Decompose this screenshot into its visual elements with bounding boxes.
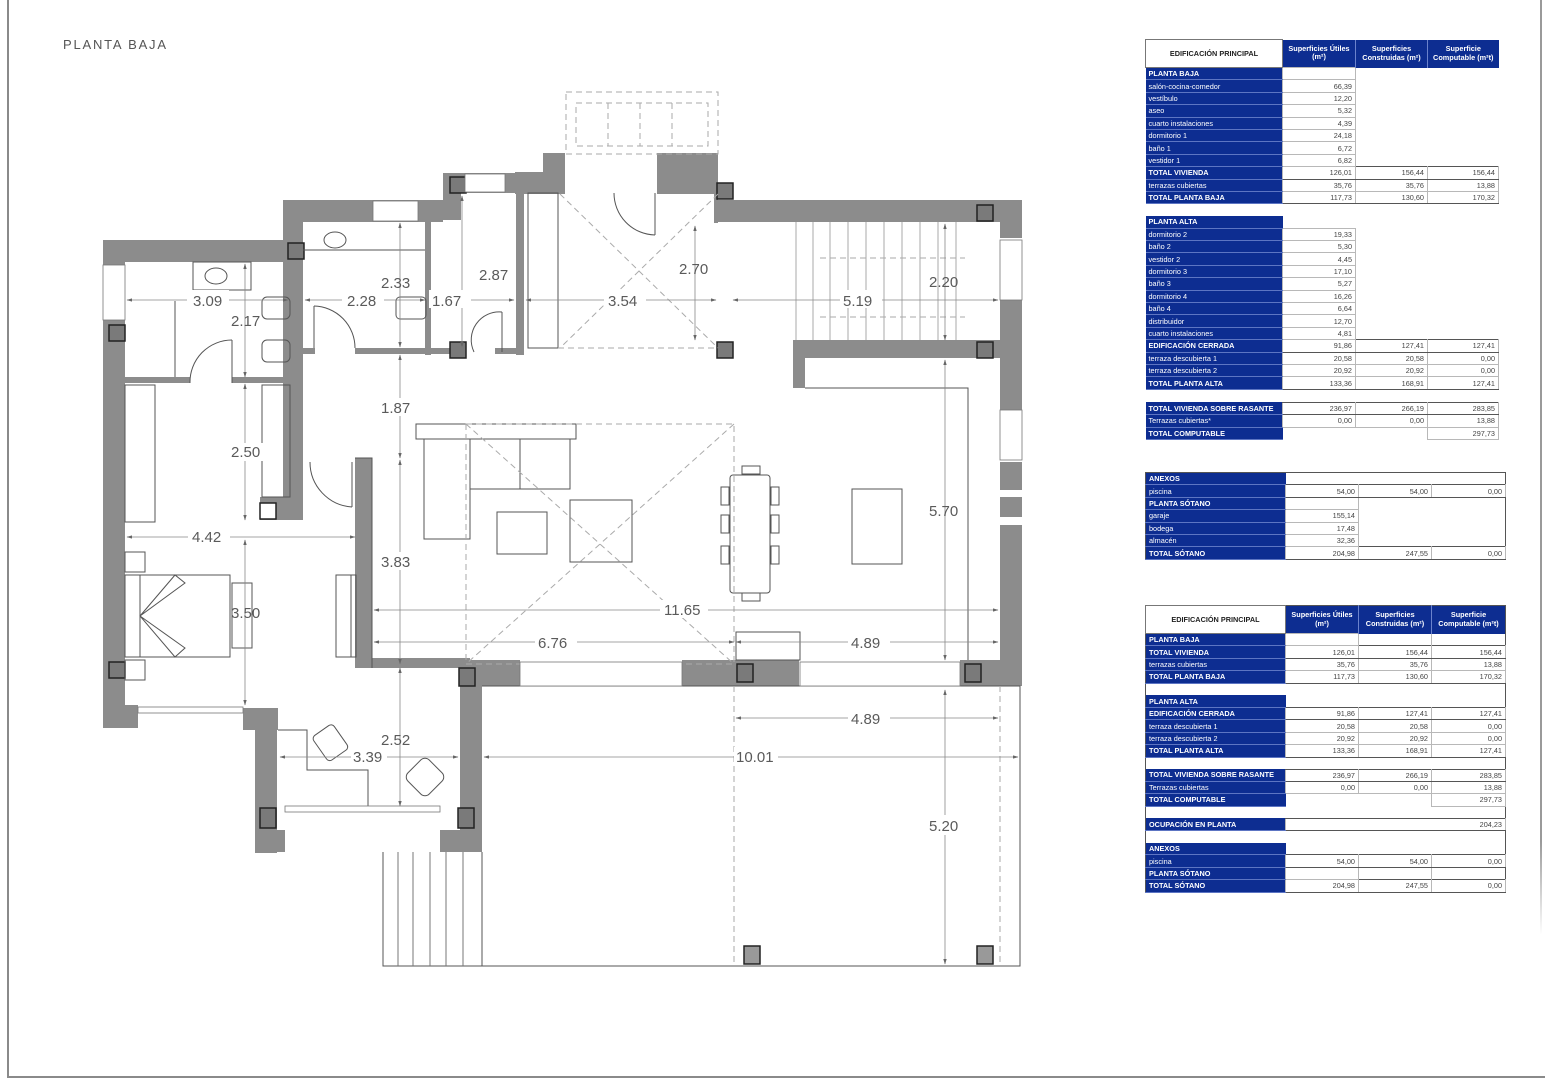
dim-2-50: 2.50 [231, 444, 260, 461]
surface-table-summary: EDIFICACIÓN PRINCIPAL Superficies Útiles… [1145, 605, 1506, 893]
page-border-left [7, 0, 9, 1078]
section-row: PLANTA ALTA [1145, 695, 1506, 708]
section-row: PLANTA SÓTANO [1145, 866, 1506, 881]
dim-1-87: 1.87 [381, 400, 410, 417]
dim-2-20: 2.20 [929, 274, 958, 291]
dim-2-87: 2.87 [479, 267, 508, 284]
dim-2-52: 2.52 [381, 732, 410, 749]
section-row: PLANTA BAJA [1145, 632, 1506, 647]
col-header-util: Superficies Útiles (m²) [1285, 605, 1359, 634]
dim-3-54: 3.54 [608, 293, 637, 310]
windows [102, 173, 1023, 813]
dim-3-50: 3.50 [231, 605, 260, 622]
dim-3-39: 3.39 [353, 749, 382, 766]
floor-plan: 3.09 2.17 2.28 2.33 2.87 1.67 3.54 2.70 … [102, 91, 1023, 967]
dim-5-19: 5.19 [843, 293, 872, 310]
dim-3-09: 3.09 [193, 293, 222, 310]
dim-4-42: 4.42 [192, 529, 221, 546]
columns [108, 176, 994, 965]
interior-lines [124, 192, 1021, 967]
page-border-bottom [7, 1076, 1545, 1078]
dim-2-70: 2.70 [679, 261, 708, 278]
col-header-computable: Superficie Computable (m²t) [1427, 39, 1499, 68]
dimension-labels: 3.09 2.17 2.28 2.33 2.87 1.67 3.54 2.70 … [187, 261, 966, 835]
section-row: ANEXOS [1145, 472, 1506, 486]
dim-2-28: 2.28 [347, 293, 376, 310]
col-header-construida: Superficies Construidas (m²) [1355, 39, 1428, 68]
sheet-title: PLANTA BAJA [63, 37, 168, 52]
section-row: PLANTA ALTA [1145, 215, 1499, 229]
dim-11-65: 11.65 [664, 602, 700, 619]
table-title: EDIFICACIÓN PRINCIPAL [1145, 605, 1286, 634]
dim-2-17: 2.17 [231, 313, 260, 330]
dim-2-33: 2.33 [381, 275, 410, 292]
dim-6-76: 6.76 [538, 635, 567, 652]
col-header-computable: Superficie Computable (m²t) [1431, 605, 1506, 634]
col-header-util: Superficies Útiles (m²) [1282, 39, 1356, 68]
page-border-right [1540, 0, 1542, 935]
dim-4-89-bottom: 4.89 [851, 711, 880, 728]
dim-5-20: 5.20 [929, 818, 958, 835]
table-title: EDIFICACIÓN PRINCIPAL [1145, 39, 1283, 68]
dim-4-89-top: 4.89 [851, 635, 880, 652]
dim-10-01: 10.01 [736, 749, 774, 766]
dim-1-67: 1.67 [432, 293, 461, 310]
section-row: PLANTA BAJA [1145, 66, 1499, 81]
dim-3-83: 3.83 [381, 554, 410, 571]
section-row: ANEXOS [1145, 842, 1506, 856]
col-header-construida: Superficies Construidas (m²) [1358, 605, 1432, 634]
section-row: PLANTA SÓTANO [1145, 496, 1506, 511]
surface-table-detailed: EDIFICACIÓN PRINCIPAL Superficies Útiles… [1145, 39, 1499, 440]
dim-5-70: 5.70 [929, 503, 958, 520]
